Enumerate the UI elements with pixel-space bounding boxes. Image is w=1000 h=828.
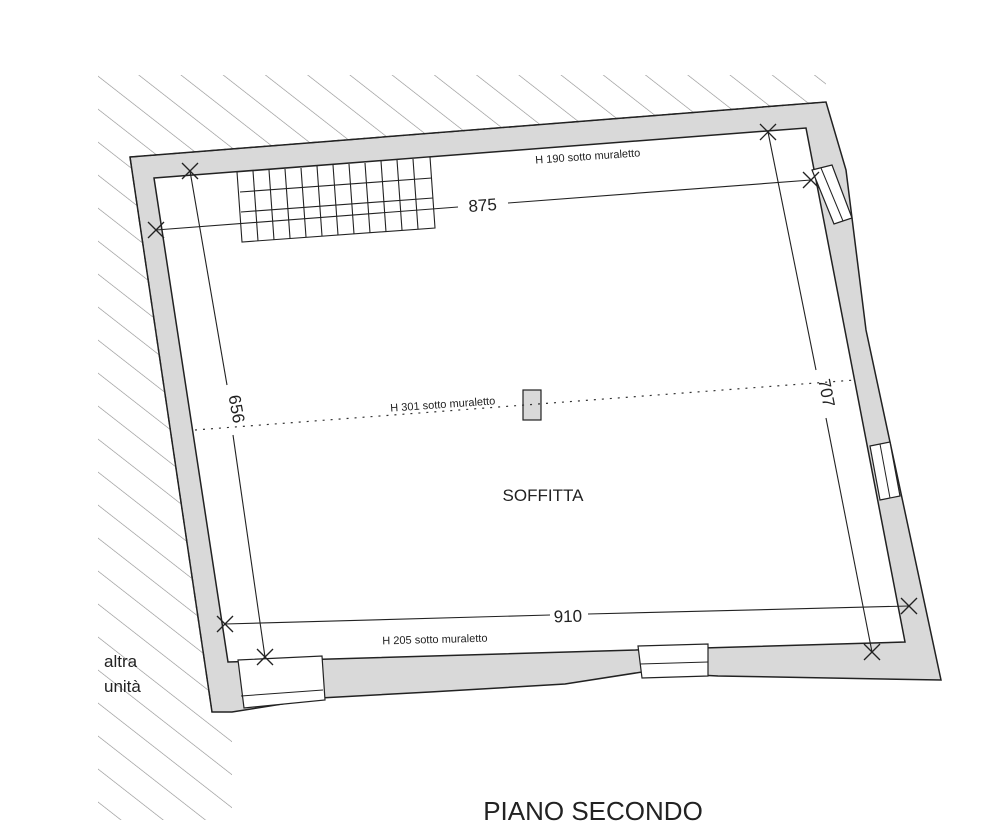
- window-bottom-left: [237, 655, 326, 709]
- neighbour-label-line2: unità: [104, 677, 141, 696]
- staircase: [236, 156, 436, 243]
- dimension-bottom-910: 910: [553, 607, 582, 627]
- boundary-top: [129, 101, 827, 158]
- hatched-area-left: [98, 75, 232, 820]
- neighbour-label-line1: altra: [104, 652, 138, 671]
- dimension-ticks: [147, 123, 918, 666]
- height-note-bottom: H 205 sotto muraletto: [382, 633, 487, 648]
- dimension-top-875: 875: [468, 195, 498, 216]
- hatched-area-top: [98, 75, 826, 157]
- window-bottom-center: [637, 643, 709, 679]
- window-bottom-center-sill: [639, 661, 709, 665]
- plan-title: PIANO SECONDO: [483, 796, 703, 826]
- dimension-left-656: 656: [225, 393, 249, 424]
- property-boundary: [129, 156, 213, 713]
- window-right-top-glass: [820, 167, 844, 222]
- window-right-bottom-glass: [879, 443, 891, 499]
- window-bottom-left-sill: [240, 689, 324, 697]
- room-name: SOFFITTA: [503, 486, 585, 505]
- dimension-lines: [155, 131, 910, 658]
